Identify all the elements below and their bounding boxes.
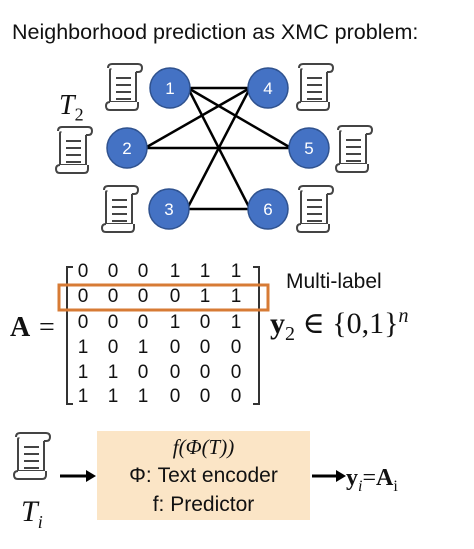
matrix-name: A [10,312,31,343]
node-3-document-icon [101,185,139,233]
right-arrow-icon [312,470,346,482]
matrix-cell: 0 [169,362,181,383]
matrix-cell: 1 [199,261,211,282]
matrix-cell: 0 [137,362,149,383]
model-formula: f(Φ(T)) [172,435,235,459]
multilabel-formula: y2 ∈ {0,1}n [270,305,409,345]
matrix-cell: 0 [169,386,181,407]
matrix-cell: 0 [199,312,211,333]
matrix-right-bracket [253,266,260,405]
input-document-icon [13,432,51,480]
graph-edge-2-4 [144,86,251,150]
matrix-cell: 1 [230,312,242,333]
node-1-document-icon [105,63,143,111]
text-encoder-line: Φ: Text encoder [129,464,278,487]
matrix-cell: 1 [169,312,181,333]
graph-node-label-6: 6 [263,200,272,219]
matrix-cell: 0 [107,286,119,307]
matrix-cell: 1 [137,337,149,358]
input-doc-label: Ti [21,495,43,532]
matrix-cell: 1 [137,386,149,407]
matrix-cell: 1 [230,261,242,282]
node-4-document-icon [296,63,334,111]
graph-node-2 [106,127,148,169]
matrix-cell: 0 [199,362,211,383]
matrix-cell: 1 [77,362,89,383]
matrix-cell: 1 [77,337,89,358]
graph-edge-3-4 [185,87,252,210]
matrix-cell: 0 [137,286,149,307]
matrix-cell: 0 [77,312,89,333]
matrix-cell: 1 [230,286,242,307]
graph-nodes: 1 2 3 4 5 6 [106,67,330,230]
graph-node-label-1: 1 [165,79,174,98]
matrix-cell: 0 [107,312,119,333]
matrix-cell: 0 [77,286,89,307]
matrix-cell: 0 [107,337,119,358]
model-box: f(Φ(T)) Φ: Text encoder f: Predictor [97,431,310,520]
matrix-cell: 0 [107,261,119,282]
graph-edges [144,86,292,211]
node-2-document-icon [55,126,93,174]
matrix-cell: 0 [199,386,211,407]
matrix-equals: = [39,312,55,343]
matrix-cell: 1 [199,286,211,307]
right-arrow-icon [60,470,96,482]
matrix-cell: 0 [77,261,89,282]
matrix-cell: 0 [230,362,242,383]
matrix-cell: 1 [107,362,119,383]
multilabel-label: Multi-label [286,270,382,293]
matrix-cell: 1 [77,386,89,407]
graph-node-label-2: 2 [122,139,131,158]
matrix-cell: 0 [230,386,242,407]
doc-t2-label: T2 [59,90,84,125]
graph-node-label-4: 4 [263,79,272,98]
graph-node-6 [247,188,289,230]
graph-node-3 [148,188,190,230]
matrix-cell: 0 [199,337,211,358]
graph-node-4 [247,67,289,109]
graph-node-5 [288,127,330,169]
matrix-cell: 1 [107,386,119,407]
matrix-cell: 0 [169,286,181,307]
predictor-line: f: Predictor [152,493,255,516]
matrix-cell: 1 [169,261,181,282]
graph-node-label-5: 5 [304,139,313,158]
matrix-cell: 0 [230,337,242,358]
matrix-cell: 0 [169,337,181,358]
matrix-cell: 0 [137,312,149,333]
matrix-cell: 0 [137,261,149,282]
output-formula: yi=Ai [346,465,398,495]
node-5-document-icon [335,125,373,173]
node-6-document-icon [296,185,334,233]
highlight-row-box [57,283,270,312]
graph-node-label-3: 3 [164,200,173,219]
matrix-left-bracket [66,266,73,405]
diagram-title: Neighborhood prediction as XMC problem: [12,20,419,44]
graph-edge-1-5 [187,86,292,150]
graph-node-1 [149,67,191,109]
